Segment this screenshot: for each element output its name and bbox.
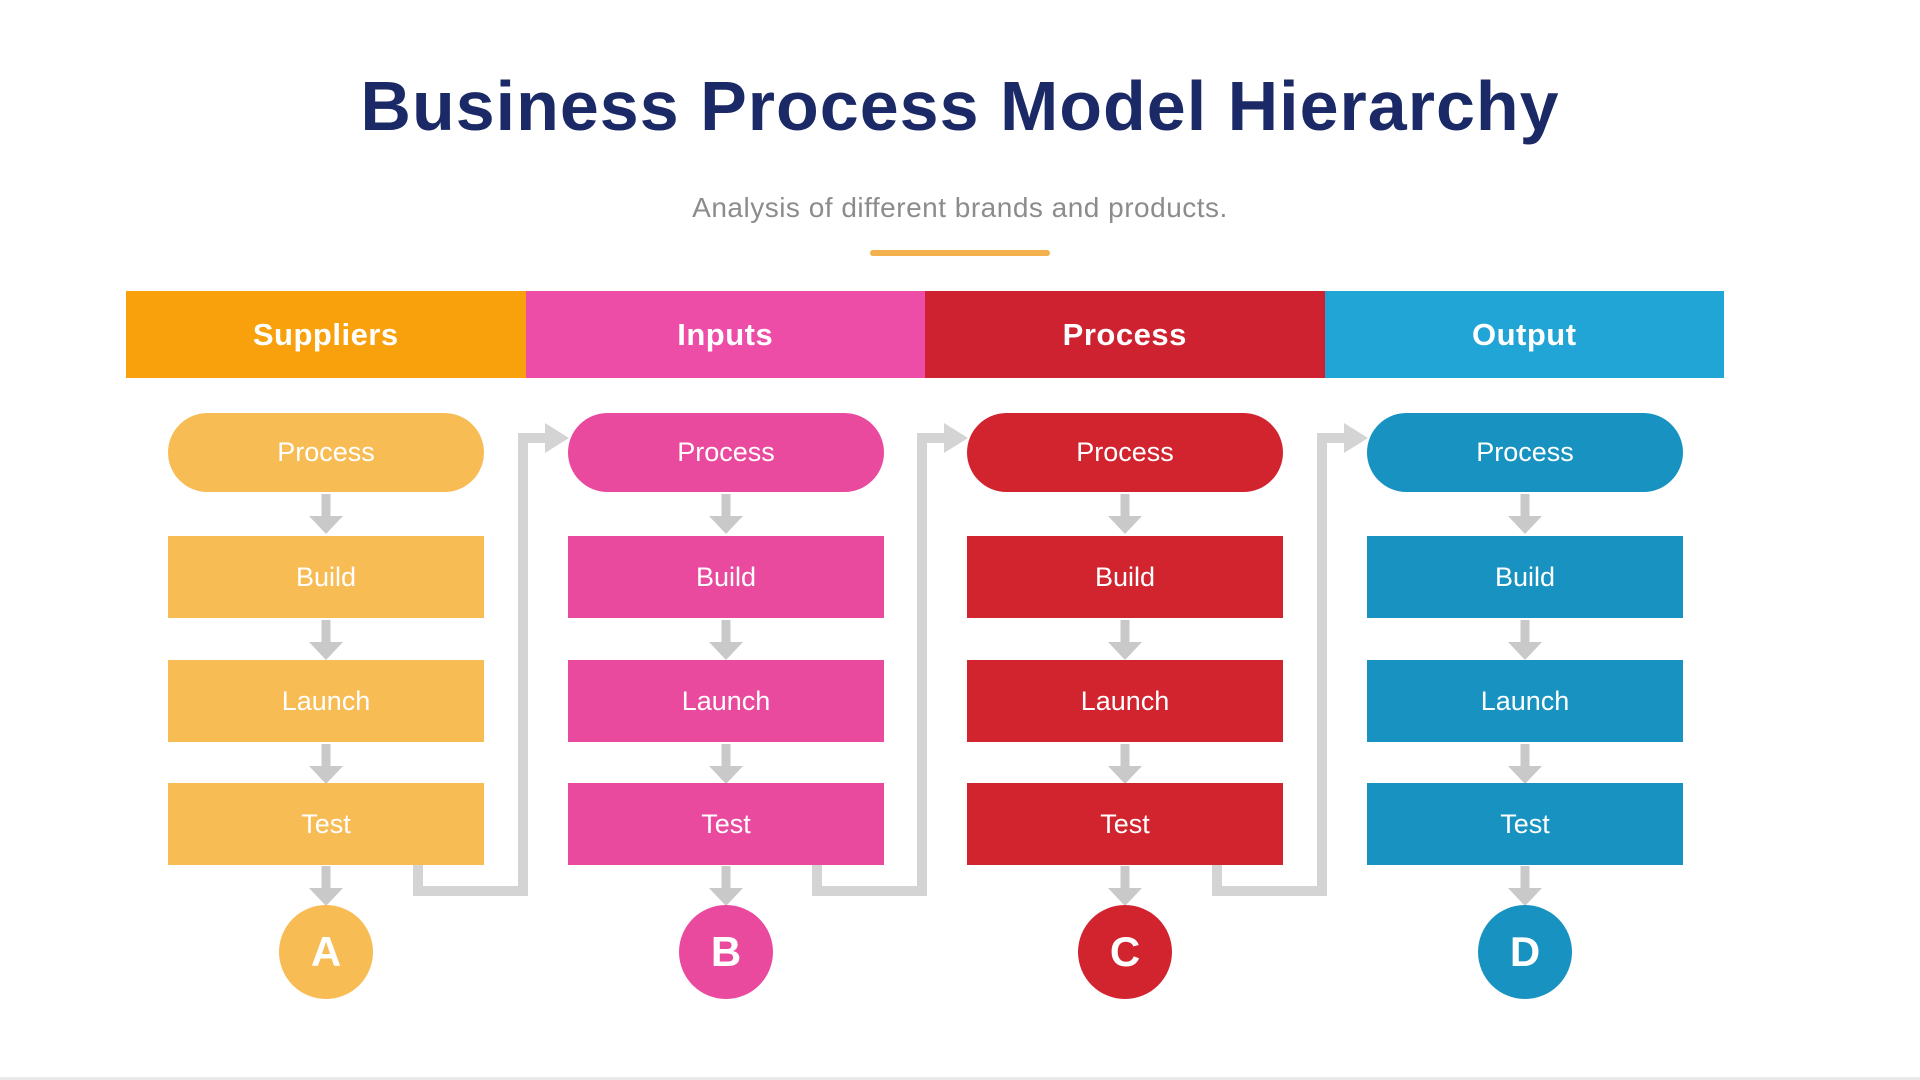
process-node: Process [967, 413, 1283, 492]
right-arrowhead-icon [545, 423, 569, 453]
process-node: Process [568, 413, 884, 492]
build-node: Build [168, 536, 484, 618]
column-inputs: Process Build Launch Test B [568, 0, 884, 1080]
down-arrow-icon [1508, 494, 1542, 534]
launch-node: Launch [568, 660, 884, 742]
down-arrow-icon [1108, 866, 1142, 906]
badge-b: B [679, 905, 773, 999]
build-node: Build [1367, 536, 1683, 618]
header-cell-process: Process [925, 291, 1325, 378]
slide-bottom-divider [0, 1077, 1920, 1080]
down-arrow-icon [709, 866, 743, 906]
right-arrowhead-icon [1344, 423, 1368, 453]
header-cell-suppliers: Suppliers [126, 291, 526, 378]
subtitle: Analysis of different brands and product… [692, 192, 1228, 223]
down-arrow-icon [1108, 494, 1142, 534]
launch-node: Launch [967, 660, 1283, 742]
test-node: Test [967, 783, 1283, 865]
right-arrowhead-icon [944, 423, 968, 453]
page-title: Business Process Model Hierarchy [360, 67, 1560, 145]
down-arrow-icon [309, 744, 343, 784]
down-arrow-icon [309, 494, 343, 534]
column-suppliers: Process Build Launch Test A [168, 0, 484, 1080]
badge-d: D [1478, 905, 1572, 999]
header-cell-inputs: Inputs [525, 291, 925, 378]
down-arrow-icon [709, 620, 743, 660]
down-arrow-icon [309, 866, 343, 906]
build-node: Build [967, 536, 1283, 618]
down-arrow-icon [709, 744, 743, 784]
build-node: Build [568, 536, 884, 618]
header-cell-output: Output [1324, 291, 1724, 378]
test-node: Test [168, 783, 484, 865]
down-arrow-icon [1508, 744, 1542, 784]
column-process: Process Build Launch Test C [967, 0, 1283, 1080]
badge-a: A [279, 905, 373, 999]
title-underline [870, 250, 1050, 256]
test-node: Test [1367, 783, 1683, 865]
down-arrow-icon [309, 620, 343, 660]
process-node: Process [1367, 413, 1683, 492]
launch-node: Launch [168, 660, 484, 742]
badge-c: C [1078, 905, 1172, 999]
down-arrow-icon [1508, 620, 1542, 660]
down-arrow-icon [1508, 866, 1542, 906]
down-arrow-icon [1108, 744, 1142, 784]
process-node: Process [168, 413, 484, 492]
down-arrow-icon [1108, 620, 1142, 660]
launch-node: Launch [1367, 660, 1683, 742]
down-arrow-icon [709, 494, 743, 534]
header-bar: Suppliers Inputs Process Output [126, 291, 1724, 378]
test-node: Test [568, 783, 884, 865]
column-output: Process Build Launch Test D [1367, 0, 1683, 1080]
